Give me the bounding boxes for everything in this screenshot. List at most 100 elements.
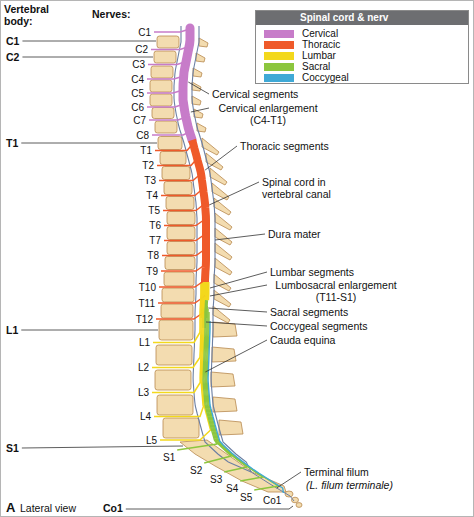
nerve-root bbox=[147, 76, 184, 79]
vertebral-body bbox=[162, 288, 194, 302]
spinous-process bbox=[215, 243, 232, 260]
nerve-root bbox=[151, 47, 189, 50]
part-label: Thoracic segments bbox=[240, 140, 329, 152]
nerve-label: S5 bbox=[240, 492, 252, 503]
nerve-label: L1 bbox=[139, 337, 150, 348]
nerve-root bbox=[161, 264, 206, 271]
vertebra-label: L1 bbox=[6, 324, 18, 336]
nerve-label: T8 bbox=[147, 250, 159, 261]
vertebral-body bbox=[167, 227, 195, 240]
leader-line bbox=[209, 182, 259, 205]
nerve-label: C3 bbox=[132, 59, 145, 70]
vertebral-body bbox=[167, 242, 195, 255]
vertebral-body bbox=[157, 395, 193, 415]
nerve-root bbox=[159, 174, 201, 181]
legend-swatch bbox=[264, 30, 294, 38]
spinous-process bbox=[199, 38, 208, 47]
vertebral-body bbox=[152, 108, 174, 119]
vertebral-body bbox=[161, 304, 193, 318]
nerve-root bbox=[149, 117, 186, 120]
nerve-root bbox=[152, 132, 190, 135]
nerve-root bbox=[162, 249, 206, 256]
nerve-label: T5 bbox=[148, 205, 160, 216]
spinous-process bbox=[210, 168, 227, 185]
nerve-root bbox=[207, 312, 278, 490]
leader-line bbox=[210, 285, 267, 296]
vertebra-label: C2 bbox=[6, 51, 19, 63]
nerve-root bbox=[152, 287, 202, 368]
nerve-root bbox=[164, 219, 206, 226]
nerve-root bbox=[161, 189, 203, 196]
part-label: Terminal filum bbox=[304, 466, 369, 478]
vertebra-label: Co1 bbox=[103, 502, 123, 514]
vertebral-body bbox=[159, 320, 193, 340]
nerve-label: T2 bbox=[142, 160, 154, 171]
legend-swatch bbox=[264, 52, 294, 60]
vertebral-body bbox=[164, 182, 192, 195]
vertebral-body bbox=[150, 94, 172, 106]
leader-line bbox=[205, 340, 267, 372]
nerve-label: T1 bbox=[140, 145, 152, 156]
vertebral-body bbox=[157, 36, 179, 48]
nerve-root bbox=[153, 284, 201, 343]
vertebra-label: C1 bbox=[6, 35, 19, 47]
vertebral-body bbox=[167, 212, 195, 225]
spinous-process bbox=[213, 397, 237, 412]
vertebral-body bbox=[163, 418, 199, 438]
part-label: Cauda equina bbox=[270, 334, 335, 346]
nerve-label: T4 bbox=[146, 190, 158, 201]
nerve-root bbox=[147, 90, 183, 93]
vertebral-body bbox=[155, 370, 191, 390]
spinous-process bbox=[192, 96, 201, 105]
vertebral-body bbox=[150, 80, 172, 92]
part-label: (L. filum terminale) bbox=[306, 479, 393, 491]
spinous-process bbox=[212, 347, 236, 362]
part-label: Cervical enlargement (C4-T1) bbox=[212, 102, 324, 126]
legend-title: Spinal cord & nerv bbox=[300, 11, 388, 24]
spinous-process bbox=[196, 53, 205, 62]
vertebral-body bbox=[155, 121, 177, 133]
nerve-root bbox=[147, 104, 184, 107]
legend-label: Sacral bbox=[302, 61, 330, 72]
part-label: Cervical segments bbox=[212, 88, 298, 100]
nerve-root bbox=[154, 293, 204, 417]
nerve-label: T10 bbox=[139, 282, 156, 293]
nerve-label: T7 bbox=[149, 235, 161, 246]
nerve-label: C7 bbox=[133, 115, 146, 126]
vertebra-label: T1 bbox=[6, 137, 18, 149]
nerve-root bbox=[163, 204, 205, 211]
legend-label: Thoracic bbox=[302, 39, 340, 50]
nerve-label: T11 bbox=[139, 298, 156, 309]
nerve-root bbox=[208, 321, 283, 493]
legend-label: Cervical bbox=[302, 28, 338, 39]
leader-line bbox=[22, 446, 183, 448]
spinous-process bbox=[193, 68, 202, 77]
panel-letter: A bbox=[6, 500, 15, 515]
leader-line bbox=[22, 57, 153, 58]
nerve-label: C6 bbox=[131, 102, 144, 113]
vertebral-body bbox=[151, 66, 173, 78]
legend-label: Lumbar bbox=[302, 50, 336, 61]
spinous-process bbox=[215, 258, 232, 275]
legend-swatch bbox=[264, 63, 294, 71]
leader-line bbox=[22, 41, 156, 42]
legend-swatch bbox=[264, 41, 294, 49]
vertebral-body bbox=[154, 51, 176, 63]
leader-line bbox=[206, 322, 267, 326]
nerve-label: T12 bbox=[136, 314, 153, 325]
nerve-label: S1 bbox=[163, 452, 175, 463]
axis-heading: Vertebral body: bbox=[4, 3, 66, 27]
leader-line bbox=[21, 143, 157, 144]
nerve-label: C1 bbox=[138, 27, 151, 38]
nerve-label: L3 bbox=[138, 387, 149, 398]
vertebral-body bbox=[166, 197, 194, 210]
coccyx bbox=[296, 503, 302, 508]
cord bbox=[183, 28, 206, 328]
nerve-label: T3 bbox=[144, 175, 156, 186]
part-label: Lumbosacral enlargement (T11-S1) bbox=[270, 279, 402, 303]
caption: Lateral view bbox=[20, 502, 76, 514]
leader-line bbox=[21, 330, 158, 331]
nerve-label: L2 bbox=[138, 362, 149, 373]
leader-line bbox=[126, 506, 293, 509]
